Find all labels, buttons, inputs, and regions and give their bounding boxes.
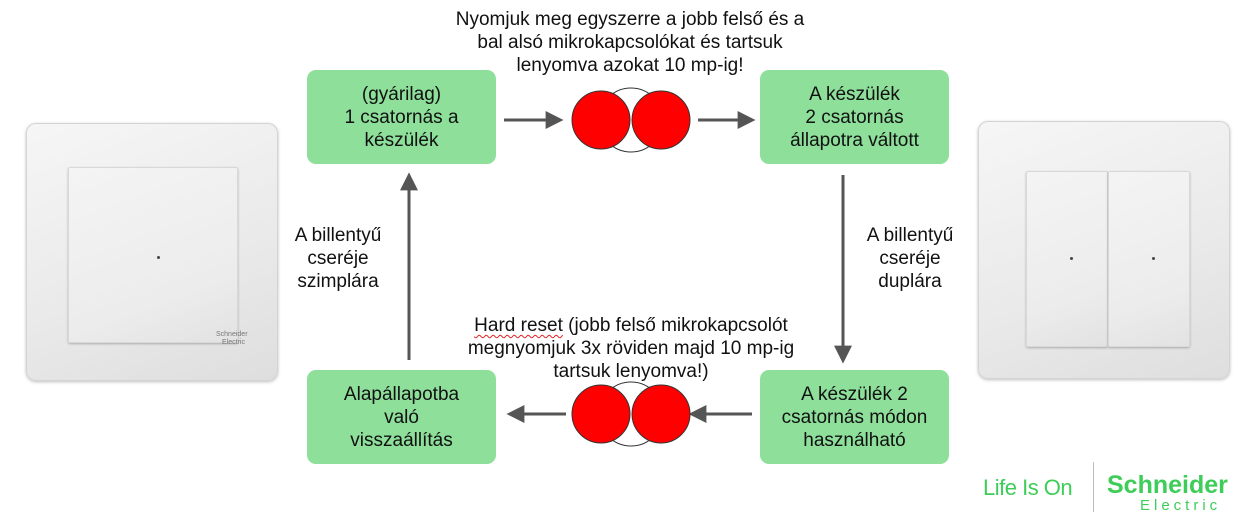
- state-factory-single-channel: (gyárilag) 1 csatornás a készülék: [307, 70, 496, 164]
- led-indicator-left: [1070, 257, 1073, 260]
- indicator-bottom-red-left: [571, 384, 631, 444]
- life-is-on-tagline: Life Is On: [983, 475, 1073, 500]
- hard-reset-label: Hard reset: [474, 315, 563, 336]
- indicator-top-red-right: [631, 90, 691, 150]
- state-restore-default: Alapállapotba való visszaállítás: [307, 370, 496, 464]
- single-switch-image: Schneider Electric: [26, 123, 278, 381]
- indicator-top-red-left: [571, 90, 631, 150]
- schneider-logo-name: Schneider: [1107, 471, 1228, 499]
- hard-reset-text: (jobb felső mikrokapcsolót megnyomjuk 3x…: [467, 315, 795, 382]
- state-switched-two-channel: A készülék 2 csatornás állapotra váltott: [760, 70, 949, 164]
- schneider-logo-sub: Electric: [1140, 497, 1222, 514]
- indicator-bottom-red-right: [631, 384, 691, 444]
- double-rocker-right: [1108, 171, 1190, 347]
- brand-separator: [1093, 462, 1094, 512]
- note-bottom-hard-reset: Hard reset (jobb felső mikrokapcsolót me…: [415, 314, 847, 383]
- led-indicator: [157, 256, 160, 259]
- led-indicator-right: [1152, 257, 1155, 260]
- note-top-instruction: Nyomjuk meg egyszerre a jobb felső és a …: [455, 9, 805, 76]
- single-rocker: [68, 167, 238, 343]
- state-usable-two-channel: A készülék 2 csatornás módon használható: [760, 370, 949, 464]
- note-left-single: A billentyű cseréje szimplára: [294, 225, 382, 292]
- double-rocker-left: [1026, 171, 1108, 347]
- double-switch-image: [978, 121, 1230, 379]
- switch-brand-line2: Electric: [222, 339, 245, 346]
- switch-brand-mark: Schneider Electric: [216, 331, 248, 347]
- note-right-double: A billentyű cseréje duplára: [866, 225, 954, 292]
- switch-brand-line1: Schneider: [216, 331, 248, 338]
